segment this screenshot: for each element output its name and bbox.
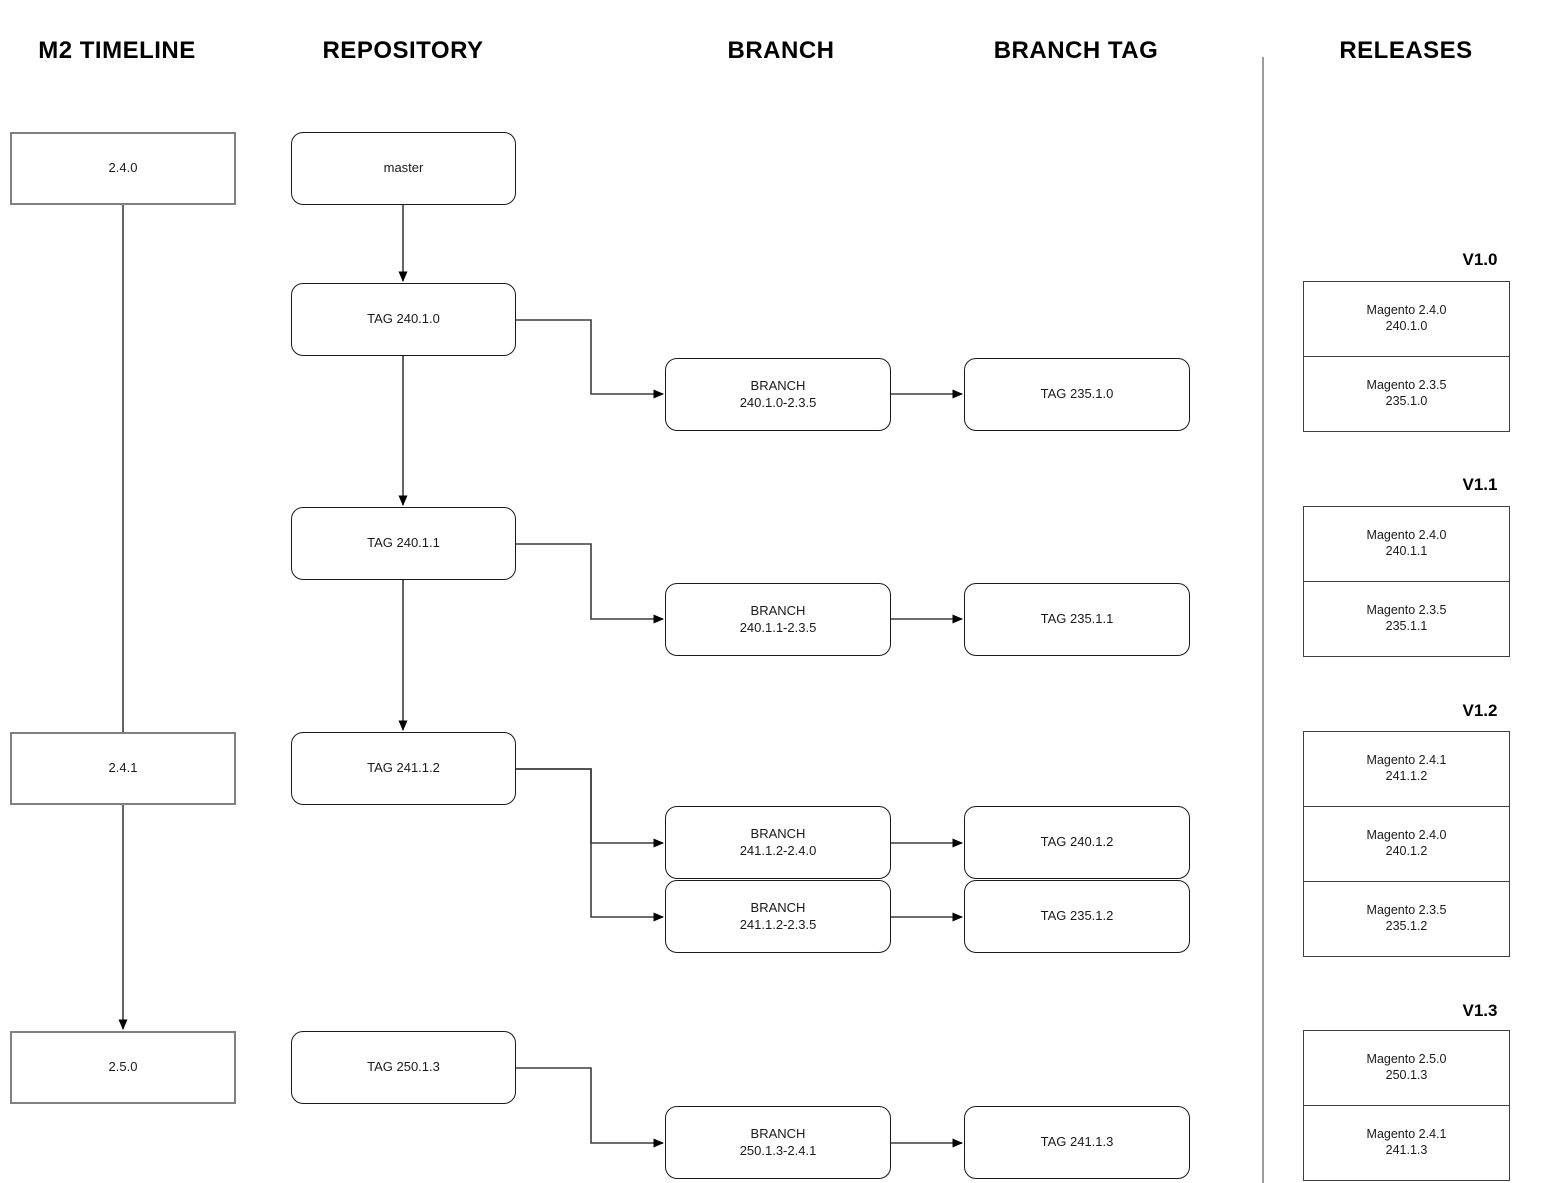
release-tag: 240.1.0: [1385, 319, 1428, 333]
release-tag: 241.1.3: [1385, 1143, 1428, 1157]
node-label: 2.5.0: [108, 1059, 138, 1075]
node-branchtag-241-1-3: TAG 241.1.3: [964, 1106, 1190, 1179]
release-product: Magento 2.4.0: [1366, 303, 1447, 318]
node-label: TAG 241.1.2: [367, 760, 440, 776]
node-repo-tag-241-1-2: TAG 241.1.2: [291, 732, 516, 805]
release-product: Magento 2.3.5: [1366, 378, 1447, 393]
release-tag: 250.1.3: [1385, 1068, 1428, 1082]
node-branch-250-1-3-2-4-1: BRANCH 250.1.3-2.4.1: [665, 1106, 891, 1179]
node-branch-241-1-2-2-4-0: BRANCH 241.1.2-2.4.0: [665, 806, 891, 879]
node-timeline-2-5-0: 2.5.0: [10, 1031, 236, 1104]
node-repo-tag-250-1-3: TAG 250.1.3: [291, 1031, 516, 1104]
column-header-m2-timeline: M2 TIMELINE: [38, 37, 196, 64]
node-branchtag-235-1-0: TAG 235.1.0: [964, 358, 1190, 431]
edge-tag-250-1-3-to-branch-250-1-3-2-4-1: [516, 1067, 664, 1148]
edge-tag-240-1-1-to-branch-240-1-1-2-3-5: [516, 543, 664, 624]
node-label: TAG 240.1.0: [367, 311, 440, 327]
release-tag: 240.1.1: [1385, 544, 1428, 558]
node-repo-tag-240-1-0: TAG 240.1.0: [291, 283, 516, 356]
release-product: Magento 2.5.0: [1366, 1052, 1447, 1067]
release-tag: 235.1.1: [1385, 619, 1428, 633]
column-header-repository: REPOSITORY: [322, 37, 484, 64]
node-label: BRANCH 250.1.3-2.4.1: [739, 1125, 817, 1158]
node-label: master: [383, 160, 424, 176]
node-label: BRANCH 241.1.2-2.3.5: [739, 899, 817, 932]
node-label: TAG 250.1.3: [367, 1059, 440, 1075]
release-product: Magento 2.4.1: [1366, 753, 1447, 768]
node-label: BRANCH 240.1.1-2.3.5: [739, 602, 817, 635]
node-label: TAG 240.1.1: [367, 535, 440, 551]
node-label: 2.4.1: [108, 760, 138, 776]
node-repo-master: master: [291, 132, 516, 205]
column-header-branch-tag: BRANCH TAG: [993, 37, 1159, 64]
release-tag: 241.1.2: [1385, 769, 1428, 783]
node-branchtag-235-1-1: TAG 235.1.1: [964, 583, 1190, 656]
node-label: TAG 241.1.3: [1040, 1134, 1114, 1150]
node-label: TAG 235.1.1: [1040, 611, 1114, 627]
release-product: Magento 2.3.5: [1366, 903, 1447, 918]
edge-tag-241-1-2-to-branch-241-1-2-2-3-5: [516, 768, 664, 922]
node-branchtag-240-1-2: TAG 240.1.2: [964, 806, 1190, 879]
node-label: TAG 235.1.2: [1040, 908, 1114, 924]
release-version-label: V1.2: [1462, 701, 1498, 720]
node-branch-240-1-0-2-3-5: BRANCH 240.1.0-2.3.5: [665, 358, 891, 431]
node-label: TAG 240.1.2: [1040, 834, 1114, 850]
node-branch-240-1-1-2-3-5: BRANCH 240.1.1-2.3.5: [665, 583, 891, 656]
column-header-branch: BRANCH: [727, 37, 835, 64]
node-timeline-2-4-0: 2.4.0: [10, 132, 236, 205]
node-label: 2.4.0: [108, 160, 138, 176]
node-repo-tag-240-1-1: TAG 240.1.1: [291, 507, 516, 580]
edge-tag-241-1-2-to-branch-241-1-2-2-4-0: [516, 768, 664, 848]
column-header-releases: RELEASES: [1339, 37, 1473, 64]
edge-tag-240-1-0-to-branch-240-1-0-2-3-5: [516, 319, 664, 399]
release-version-label: V1.1: [1462, 475, 1498, 494]
node-label: BRANCH 240.1.0-2.3.5: [739, 377, 817, 410]
release-tag: 235.1.2: [1385, 919, 1428, 933]
node-label: BRANCH 241.1.2-2.4.0: [739, 825, 817, 858]
release-product: Magento 2.3.5: [1366, 603, 1447, 618]
release-product: Magento 2.4.0: [1366, 828, 1447, 843]
node-timeline-2-4-1: 2.4.1: [10, 732, 236, 805]
release-version-label: V1.0: [1462, 250, 1498, 269]
release-tag: 235.1.0: [1385, 394, 1428, 408]
node-label: TAG 235.1.0: [1040, 386, 1114, 402]
release-product: Magento 2.4.0: [1366, 528, 1447, 543]
node-branchtag-235-1-2: TAG 235.1.2: [964, 880, 1190, 953]
release-tag: 240.1.2: [1385, 844, 1428, 858]
release-version-label: V1.3: [1462, 1001, 1498, 1020]
node-branch-241-1-2-2-3-5: BRANCH 241.1.2-2.3.5: [665, 880, 891, 953]
release-product: Magento 2.4.1: [1366, 1127, 1447, 1142]
